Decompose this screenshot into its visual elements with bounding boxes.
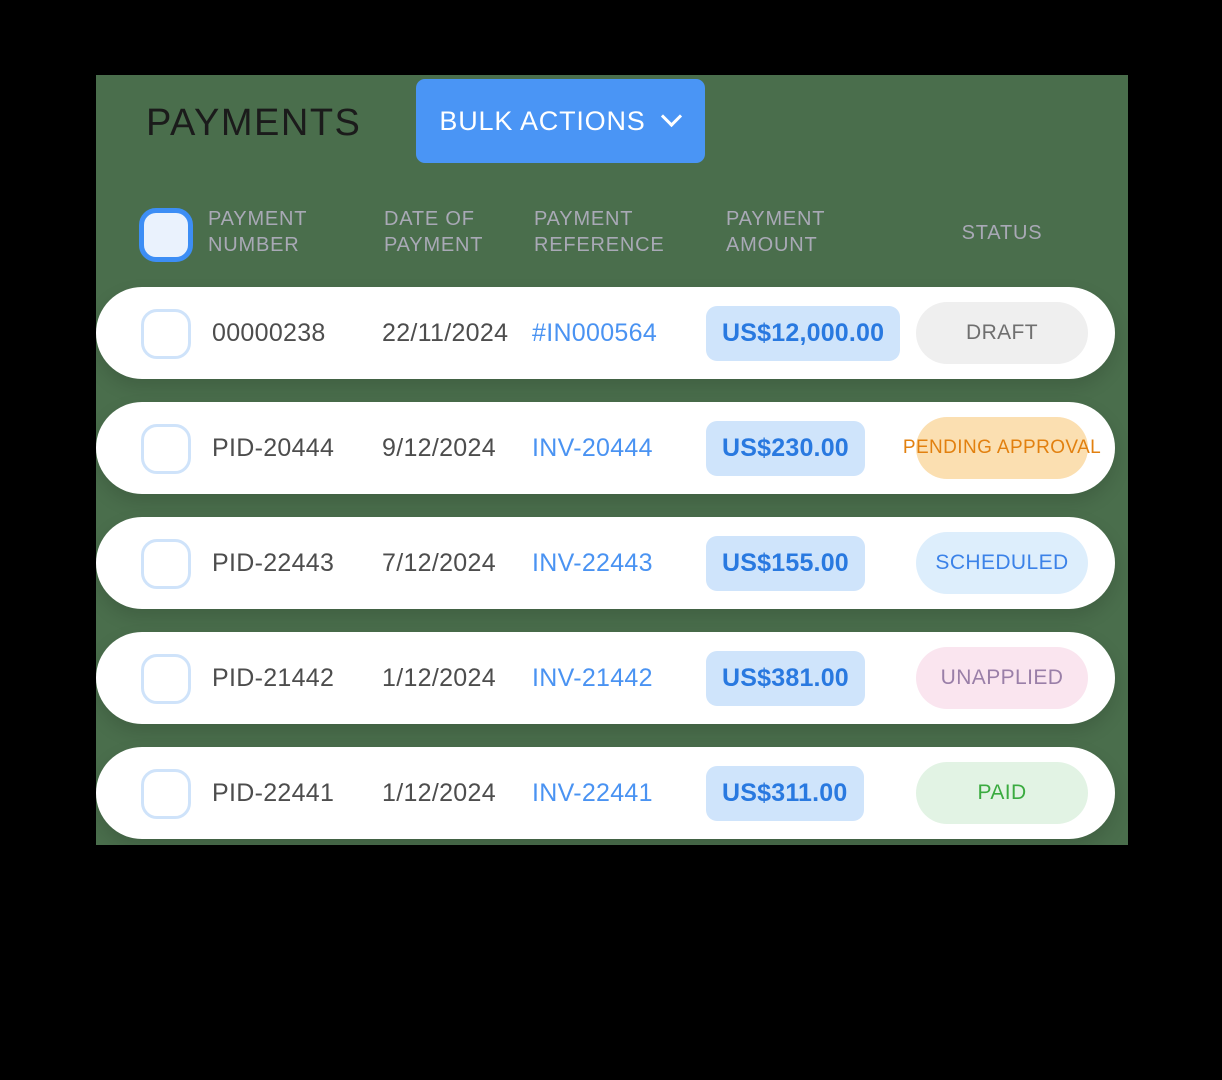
cell-payment-reference[interactable]: INV-22441 bbox=[532, 778, 653, 807]
table-row[interactable]: 00000238 22/11/2024 #IN000564 US$12,000.… bbox=[96, 287, 1115, 379]
table-body: 00000238 22/11/2024 #IN000564 US$12,000.… bbox=[96, 287, 1128, 845]
cell-payment-number: 00000238 bbox=[212, 318, 326, 347]
table-row[interactable]: PID-21442 1/12/2024 INV-21442 US$381.00 … bbox=[96, 632, 1115, 724]
column-header-payment-amount[interactable]: PAYMENT AMOUNT bbox=[726, 208, 826, 256]
cell-payment-amount: US$311.00 bbox=[706, 766, 864, 821]
bulk-actions-label: BULK ACTIONS bbox=[439, 105, 646, 136]
cell-payment-number: PID-21442 bbox=[212, 663, 335, 692]
cell-payment-number: PID-22441 bbox=[212, 778, 335, 807]
cell-payment-reference[interactable]: INV-20444 bbox=[532, 433, 653, 462]
table-row[interactable]: PID-20444 9/12/2024 INV-20444 US$230.00 … bbox=[96, 402, 1115, 494]
status-badge: UNAPPLIED bbox=[916, 647, 1088, 709]
status-badge: DRAFT bbox=[916, 302, 1088, 364]
cell-date-of-payment: 1/12/2024 bbox=[382, 778, 496, 807]
cell-payment-number: PID-22443 bbox=[212, 548, 335, 577]
cell-payment-amount: US$230.00 bbox=[706, 421, 865, 476]
table-header-row: PAYMENT NUMBER DATE OF PAYMENT PAYMENT R… bbox=[96, 200, 1128, 285]
cell-date-of-payment: 22/11/2024 bbox=[382, 318, 509, 347]
cell-payment-amount: US$155.00 bbox=[706, 536, 865, 591]
page-title: PAYMENTS bbox=[146, 102, 362, 144]
status-badge: PAID bbox=[916, 762, 1088, 824]
row-select-checkbox[interactable] bbox=[141, 654, 191, 704]
cell-payment-reference[interactable]: #IN000564 bbox=[532, 318, 658, 347]
row-select-checkbox[interactable] bbox=[141, 539, 191, 589]
cell-date-of-payment: 7/12/2024 bbox=[382, 548, 496, 577]
status-badge: PENDING APPROVAL bbox=[903, 417, 1101, 479]
bulk-actions-button[interactable]: BULK ACTIONS bbox=[416, 79, 705, 163]
cell-payment-amount: US$12,000.00 bbox=[706, 306, 901, 361]
row-select-checkbox[interactable] bbox=[141, 769, 191, 819]
row-select-checkbox[interactable] bbox=[141, 309, 191, 359]
row-select-checkbox[interactable] bbox=[141, 424, 191, 474]
table-row[interactable]: PID-22443 7/12/2024 INV-22443 US$155.00 … bbox=[96, 517, 1115, 609]
column-header-payment-number[interactable]: PAYMENT NUMBER bbox=[208, 208, 308, 256]
cell-payment-number: PID-20444 bbox=[212, 433, 335, 462]
cell-date-of-payment: 9/12/2024 bbox=[382, 433, 496, 462]
column-header-status[interactable]: STATUS bbox=[961, 222, 1043, 244]
cell-payment-reference[interactable]: INV-22443 bbox=[532, 548, 653, 577]
column-header-date-of-payment[interactable]: DATE OF PAYMENT bbox=[384, 208, 484, 256]
payments-panel: PAYMENTS BULK ACTIONS PAYMENT NUMBER DAT… bbox=[96, 75, 1128, 845]
table-row[interactable]: PID-22441 1/12/2024 INV-22441 US$311.00 … bbox=[96, 747, 1115, 839]
panel-header: PAYMENTS BULK ACTIONS bbox=[96, 75, 1128, 195]
select-all-checkbox[interactable] bbox=[139, 208, 193, 262]
cell-payment-amount: US$381.00 bbox=[706, 651, 865, 706]
cell-date-of-payment: 1/12/2024 bbox=[382, 663, 496, 692]
status-badge: SCHEDULED bbox=[916, 532, 1088, 594]
cell-payment-reference[interactable]: INV-21442 bbox=[532, 663, 653, 692]
chevron-down-icon bbox=[662, 108, 682, 128]
column-header-payment-reference[interactable]: PAYMENT REFERENCE bbox=[534, 208, 665, 256]
